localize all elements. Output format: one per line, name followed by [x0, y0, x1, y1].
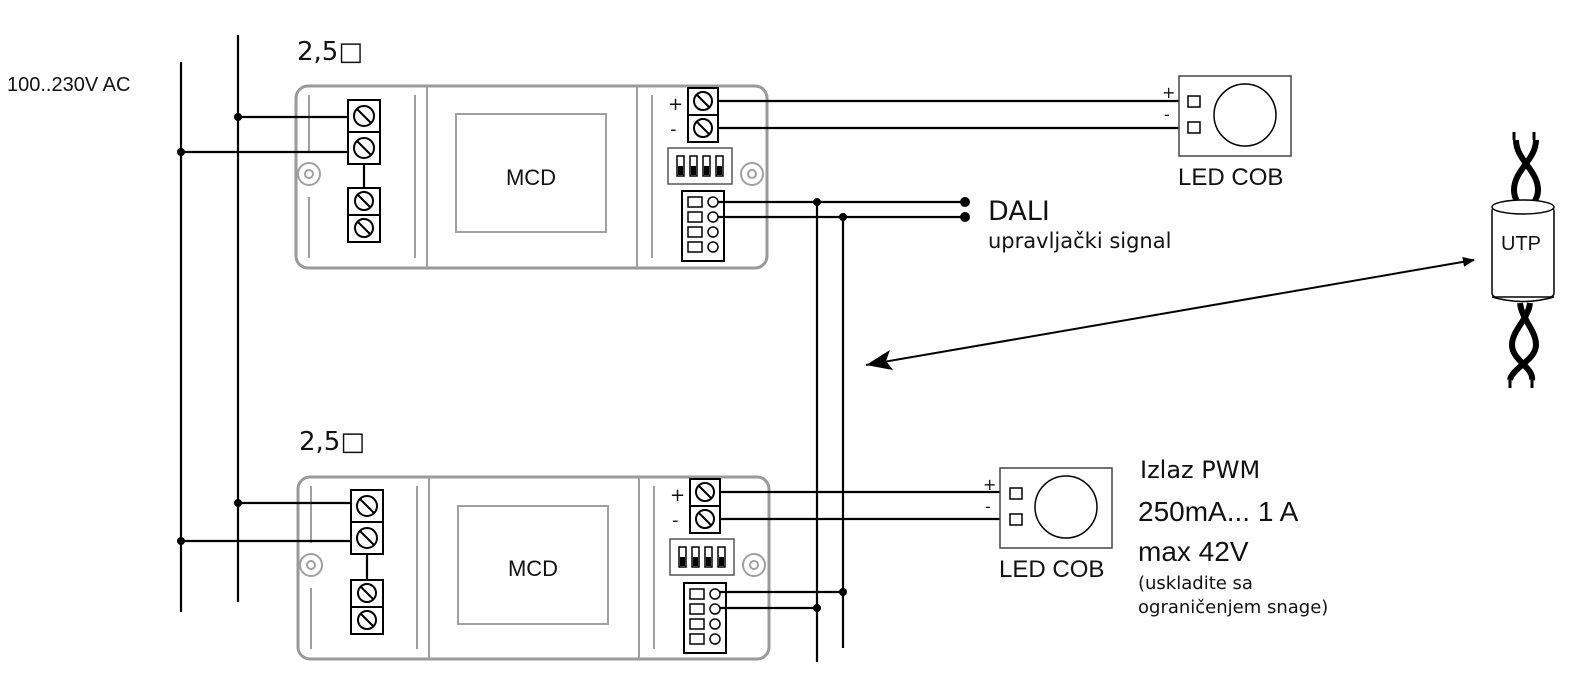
- mount-hole: [749, 560, 759, 570]
- junction-dot: [177, 148, 185, 156]
- dali-endpoint: [960, 197, 970, 207]
- screw-icon: [354, 191, 374, 211]
- output-current: 250mA... 1 A: [1138, 496, 1299, 527]
- driver-name: MCD: [506, 165, 556, 190]
- cable-size-label: 2,5□: [297, 37, 363, 67]
- mount-hole: [747, 169, 757, 179]
- led-plus-sign: +: [1162, 83, 1175, 102]
- screw-icon: [695, 482, 715, 502]
- screw-icon: [357, 610, 377, 630]
- driver-name: MCD: [508, 556, 558, 581]
- plus-sign: +: [670, 485, 685, 506]
- junction-dot: [177, 537, 185, 545]
- led-minus-sign: -: [985, 497, 991, 516]
- dip-switch-icon: [669, 538, 735, 576]
- supply-label: 100..230V AC: [7, 74, 130, 96]
- output-title: Izlaz PWM: [1140, 456, 1260, 484]
- output-note-line1: (uskladite sa: [1138, 573, 1253, 594]
- dali-terminal-block: [681, 190, 725, 262]
- output-voltage: max 42V: [1138, 536, 1249, 567]
- screw-icon: [356, 495, 378, 517]
- led-label: LED COB: [1178, 164, 1283, 191]
- utp-arrow: [865, 256, 1475, 366]
- driver-2: 2,5□ MCD + -: [177, 427, 1010, 661]
- screw-icon: [356, 527, 378, 549]
- arrowhead-left: [866, 350, 893, 370]
- mount-hole: [306, 560, 316, 570]
- junction-dot: [813, 604, 821, 612]
- dali-endpoint: [960, 212, 970, 222]
- utp-label: UTP: [1501, 233, 1541, 255]
- minus-sign: -: [672, 510, 679, 531]
- dali-title: DALI: [988, 196, 1050, 227]
- mount-hole: [299, 553, 323, 577]
- utp-cable-icon: [1491, 132, 1555, 388]
- screw-icon: [357, 583, 377, 603]
- screw-icon: [354, 218, 374, 238]
- dali-subtitle: upravljački signal: [988, 229, 1171, 253]
- junction-dot: [234, 113, 242, 121]
- led-label: LED COB: [999, 556, 1104, 583]
- screw-icon: [693, 91, 713, 111]
- cable-size-label: 2,5□: [299, 427, 365, 457]
- driver-housing: [294, 84, 769, 270]
- mount-hole: [740, 162, 764, 186]
- mount-hole: [304, 169, 314, 179]
- led-plus-sign: +: [983, 475, 996, 494]
- junction-dot: [234, 499, 242, 507]
- driver-1: 2,5□ MCD + -: [177, 37, 1188, 270]
- dip-switch-icon: [667, 147, 733, 185]
- label-window: [457, 505, 609, 625]
- dali-terminal-block: [683, 582, 727, 654]
- led-cob-2: [999, 467, 1113, 549]
- screw-icon: [693, 118, 713, 138]
- screw-icon: [353, 137, 375, 159]
- minus-sign: -: [670, 119, 677, 140]
- screw-icon: [353, 105, 375, 127]
- screw-icon: [695, 509, 715, 529]
- plus-sign: +: [668, 94, 683, 115]
- output-note-line2: ograničenjem snage): [1138, 597, 1328, 618]
- driver-housing: [296, 475, 771, 661]
- led-cob-1: [1178, 75, 1292, 157]
- mount-hole: [297, 162, 321, 186]
- label-window: [455, 113, 607, 233]
- junction-dot: [839, 588, 847, 596]
- mount-hole: [742, 553, 766, 577]
- led-minus-sign: -: [1164, 105, 1170, 124]
